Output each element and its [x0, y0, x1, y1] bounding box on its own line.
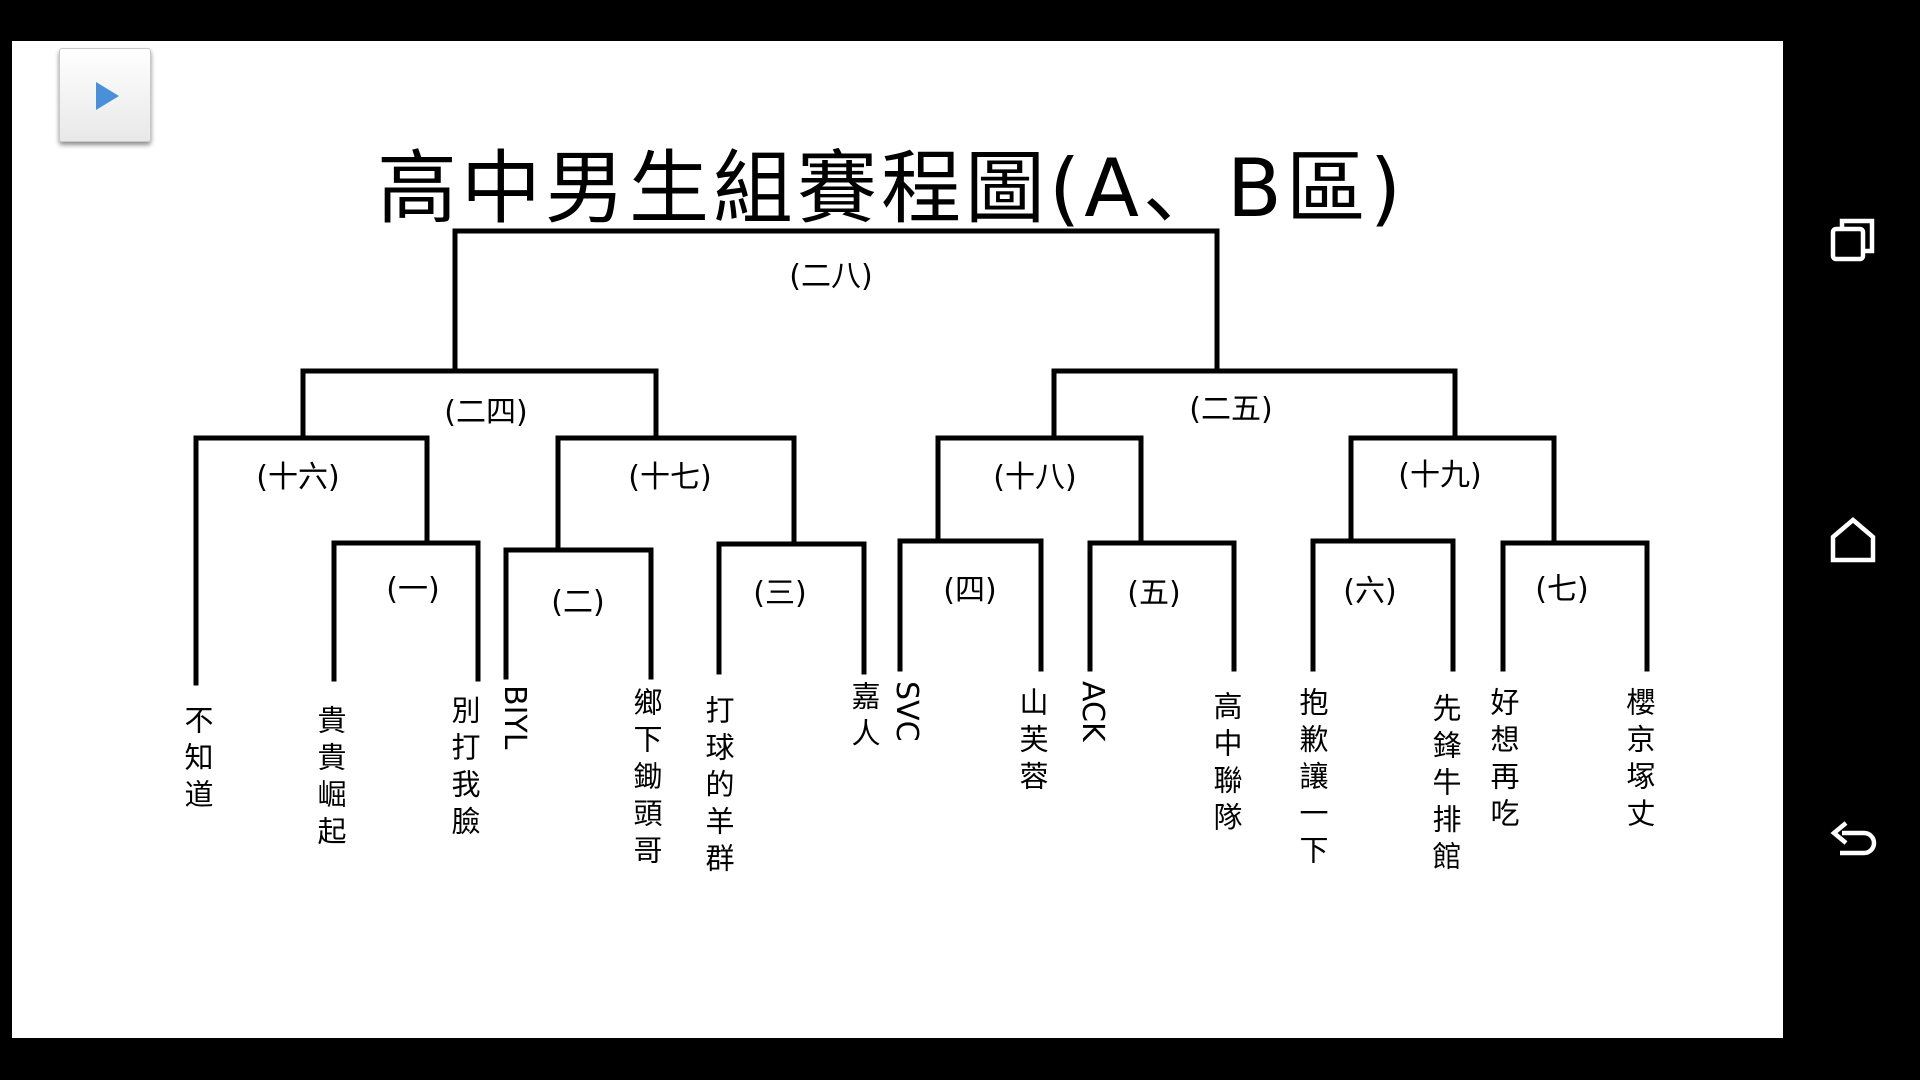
team-name: 好想再吃	[1486, 687, 1520, 835]
play-button[interactable]	[59, 48, 151, 142]
play-icon	[96, 82, 119, 110]
slide-canvas: 高中男生組賽程圖(A、B區)	[12, 41, 1783, 1038]
round-label: (一)	[386, 572, 440, 607]
android-nav-bar	[1783, 0, 1920, 1080]
team-name: 山芙蓉	[1015, 687, 1049, 798]
round-label: (六)	[1343, 574, 1397, 609]
team-name: 別打我臉	[447, 695, 481, 843]
team-name: 嘉人	[847, 681, 881, 755]
team-name: 貴貴崛起	[313, 705, 347, 853]
home-icon	[1830, 517, 1876, 563]
round-label: (三)	[753, 576, 807, 611]
round-label: (二五)	[1189, 392, 1273, 427]
round-label: (二)	[551, 585, 605, 620]
team-name: 櫻京塚丈	[1622, 687, 1656, 835]
round-label: (十八)	[993, 460, 1077, 495]
recent-apps-button[interactable]	[1828, 215, 1878, 265]
tournament-bracket	[193, 228, 1650, 686]
team-name: 鄉下鋤頭哥	[629, 687, 663, 872]
back-icon	[1830, 821, 1877, 856]
round-label: (四)	[943, 573, 997, 608]
team-name: 先鋒牛排館	[1428, 693, 1462, 878]
round-label: (七)	[1535, 572, 1589, 607]
round-label: (五)	[1127, 576, 1181, 611]
round-label: (二四)	[444, 395, 528, 430]
team-name: 高中聯隊	[1209, 691, 1243, 839]
team-name: ACK	[1075, 681, 1110, 742]
round-label: (十九)	[1398, 458, 1482, 493]
team-name: 打球的羊群	[701, 695, 735, 880]
back-button[interactable]	[1828, 815, 1878, 865]
team-name: 抱歉讓一下	[1295, 687, 1329, 872]
page-title: 高中男生組賽程圖(A、B區)	[377, 142, 1406, 235]
recent-apps-icon	[1830, 218, 1875, 262]
team-name: BIYL	[497, 685, 532, 750]
round-label: (十七)	[628, 460, 712, 495]
team-name: 不知道	[180, 705, 214, 816]
team-name: SVC	[889, 681, 924, 742]
home-button[interactable]	[1828, 515, 1878, 565]
round-label: (二八)	[789, 259, 873, 294]
round-label: (十六)	[256, 460, 340, 495]
